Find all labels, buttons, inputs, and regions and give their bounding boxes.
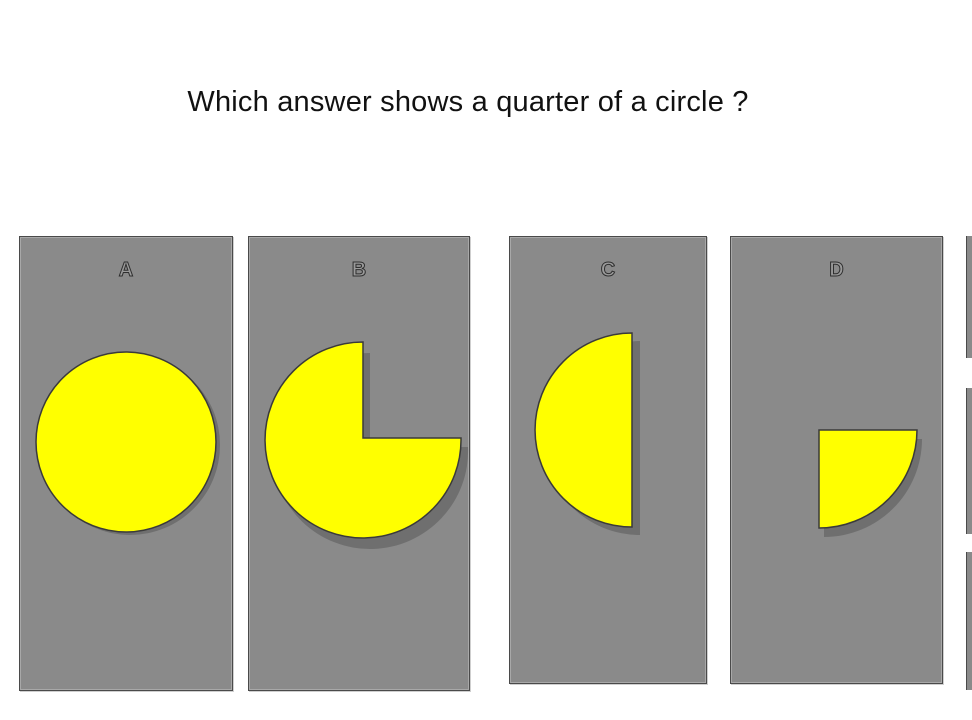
- answer-card-d[interactable]: D: [730, 236, 943, 684]
- offscreen-card-edge: [966, 236, 972, 358]
- quarter-circle-shape: [818, 429, 922, 537]
- answer-card-b[interactable]: B: [248, 236, 470, 691]
- answer-label-a: A: [118, 259, 134, 282]
- answer-card-a[interactable]: A: [19, 236, 233, 691]
- half-circle-shape: [534, 332, 640, 535]
- three-quarter-circle-shape: [264, 341, 469, 549]
- offscreen-card-edge: [966, 388, 972, 534]
- answer-label-c: C: [600, 259, 616, 282]
- answer-label-b: B: [351, 259, 367, 282]
- full-circle-shape: [35, 351, 220, 535]
- answer-label-d: D: [829, 259, 844, 282]
- question-text: Which answer shows a quarter of a circle…: [187, 86, 749, 118]
- answer-card-c[interactable]: C: [509, 236, 707, 684]
- offscreen-card-edge: [966, 552, 972, 690]
